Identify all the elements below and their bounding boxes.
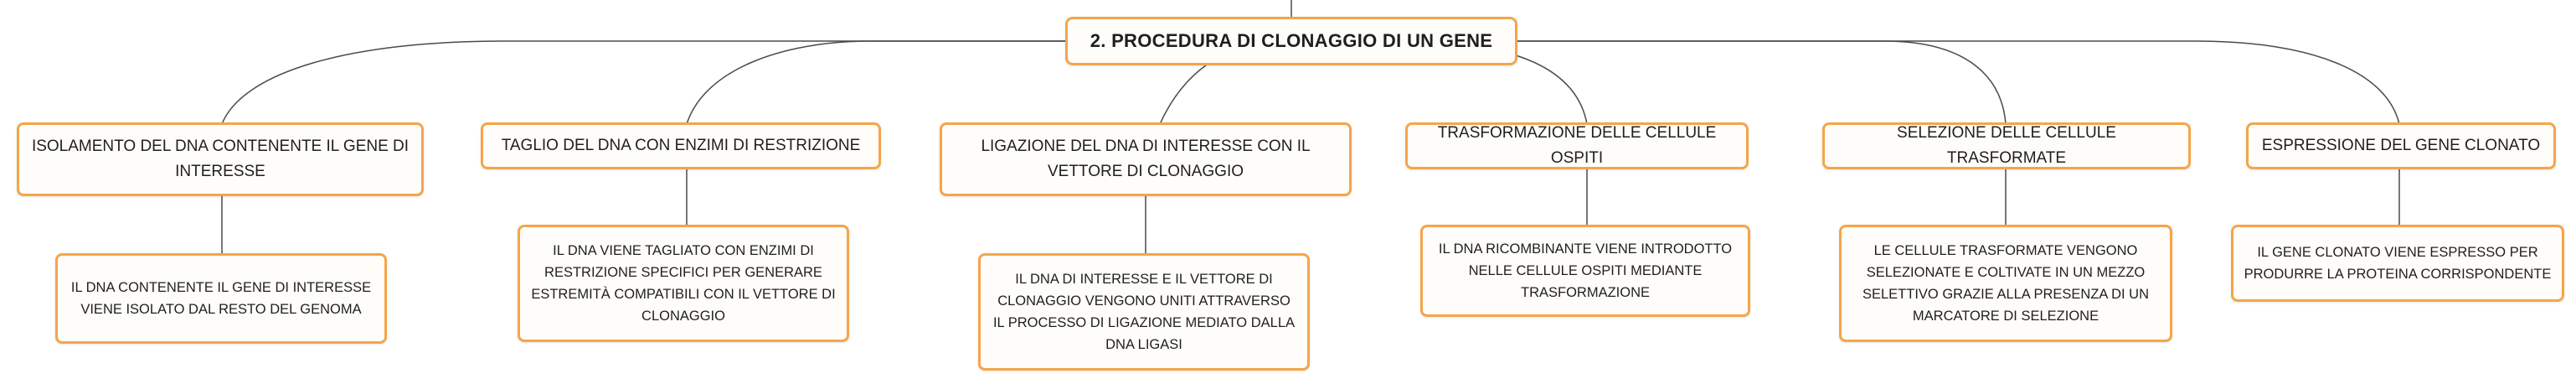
root-topic[interactable]: 2. PROCEDURA DI CLONAGGIO DI UN GENE xyxy=(1065,17,1517,65)
branch-topic-trasformazione[interactable]: TRASFORMAZIONE DELLE CELLULE OSPITI xyxy=(1405,122,1749,169)
detail-topic-label: IL DNA DI INTERESSE E IL VETTORE DI CLON… xyxy=(992,272,1296,352)
detail-topic-selezione[interactable]: LE CELLULE TRASFORMATE VENGONO SELEZIONA… xyxy=(1839,225,2172,342)
detail-topic-espressione[interactable]: IL GENE CLONATO VIENE ESPRESSO PER PRODU… xyxy=(2231,225,2564,302)
detail-topic-label: IL DNA CONTENENTE IL GENE DI INTERESSE V… xyxy=(70,280,372,317)
detail-topic-label: LE CELLULE TRASFORMATE VENGONO SELEZIONA… xyxy=(1862,243,2150,324)
root-to-branch-1 xyxy=(221,40,1065,125)
branch-topic-label: TRASFORMAZIONE DELLE CELLULE OSPITI xyxy=(1437,124,1717,167)
branch-topic-label: LIGAZIONE DEL DNA DI INTERESSE CON IL VE… xyxy=(981,138,1311,180)
branch-topic-label: ESPRESSIONE DEL GENE CLONATO xyxy=(2261,137,2541,154)
detail-topic-label: IL GENE CLONATO VIENE ESPRESSO PER PRODU… xyxy=(2244,245,2552,282)
branch-topic-label: TAGLIO DEL DNA CON ENZIMI DI RESTRIZIONE xyxy=(501,137,861,154)
branch-topic-label: ISOLAMENTO DEL DNA CONTENENTE IL GENE DI… xyxy=(31,138,410,180)
branch-topic-isolamento[interactable]: ISOLAMENTO DEL DNA CONTENENTE IL GENE DI… xyxy=(17,122,424,196)
detail-topic-ligazione[interactable]: IL DNA DI INTERESSE E IL VETTORE DI CLON… xyxy=(978,253,1310,371)
branch-topic-ligazione[interactable]: LIGAZIONE DEL DNA DI INTERESSE CON IL VE… xyxy=(940,122,1352,196)
detail-topic-label: IL DNA RICOMBINANTE VIENE INTRODOTTO NEL… xyxy=(1438,241,1733,300)
detail-topic-isolamento[interactable]: IL DNA CONTENENTE IL GENE DI INTERESSE V… xyxy=(55,253,387,344)
detail-topic-trasformazione[interactable]: IL DNA RICOMBINANTE VIENE INTRODOTTO NEL… xyxy=(1420,225,1750,317)
branch-topic-selezione[interactable]: SELEZIONE DELLE CELLULE TRASFORMATE xyxy=(1822,122,2191,169)
detail-topic-taglio[interactable]: IL DNA VIENE TAGLIATO CON ENZIMI DI REST… xyxy=(518,225,849,342)
root-to-branch-2 xyxy=(686,40,1065,125)
root-topic-label: 2. PROCEDURA DI CLONAGGIO DI UN GENE xyxy=(1090,30,1493,51)
root-to-branch-6 xyxy=(1517,40,2400,125)
root-to-branch-3 xyxy=(1159,65,1207,125)
root-to-branch-5 xyxy=(1517,40,2007,125)
branch-topic-label: SELEZIONE DELLE CELLULE TRASFORMATE xyxy=(1897,124,2116,167)
branch-topic-espressione[interactable]: ESPRESSIONE DEL GENE CLONATO xyxy=(2246,122,2556,169)
detail-topic-label: IL DNA VIENE TAGLIATO CON ENZIMI DI REST… xyxy=(531,243,836,324)
root-to-branch-4 xyxy=(1515,54,1588,125)
branch-topic-taglio[interactable]: TAGLIO DEL DNA CON ENZIMI DI RESTRIZIONE xyxy=(481,122,881,169)
